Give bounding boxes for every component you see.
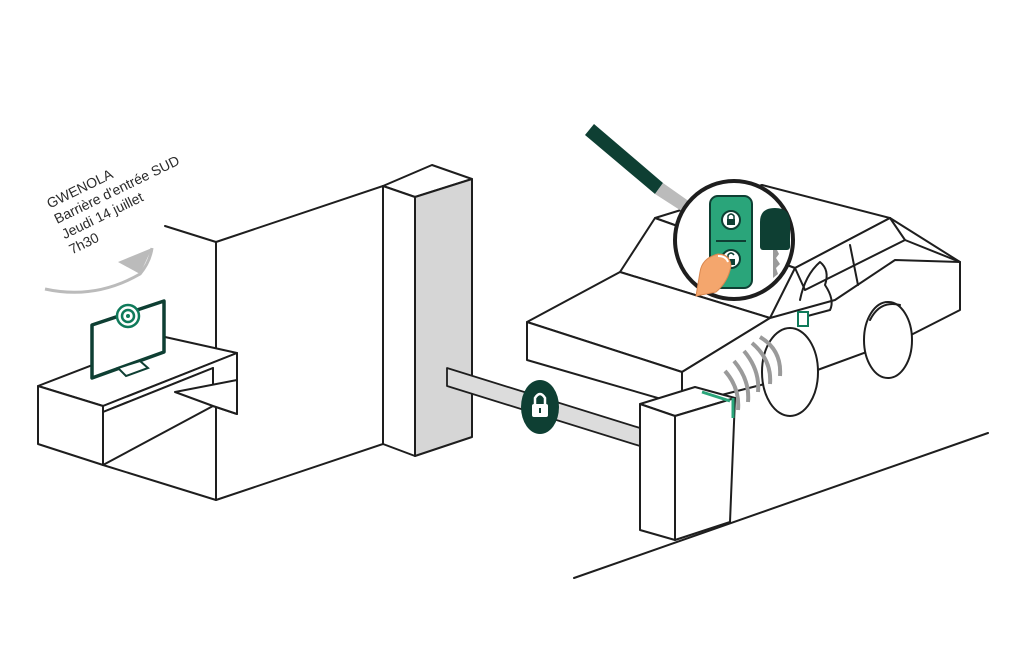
speech-bubble [44,247,154,294]
road [573,432,989,579]
monitor [90,299,166,380]
target-icon [115,303,141,329]
lock-button-icon [721,210,741,230]
guard-booth-wall [164,185,384,501]
magnifier-lens [673,179,795,301]
key-icon [760,208,790,278]
signal-waves-icon [723,335,783,411]
padlock-icon [521,380,559,434]
barrier-post [639,386,736,541]
finger-icon [695,253,732,297]
magnifier-handle [585,124,690,212]
pillar [382,164,473,457]
